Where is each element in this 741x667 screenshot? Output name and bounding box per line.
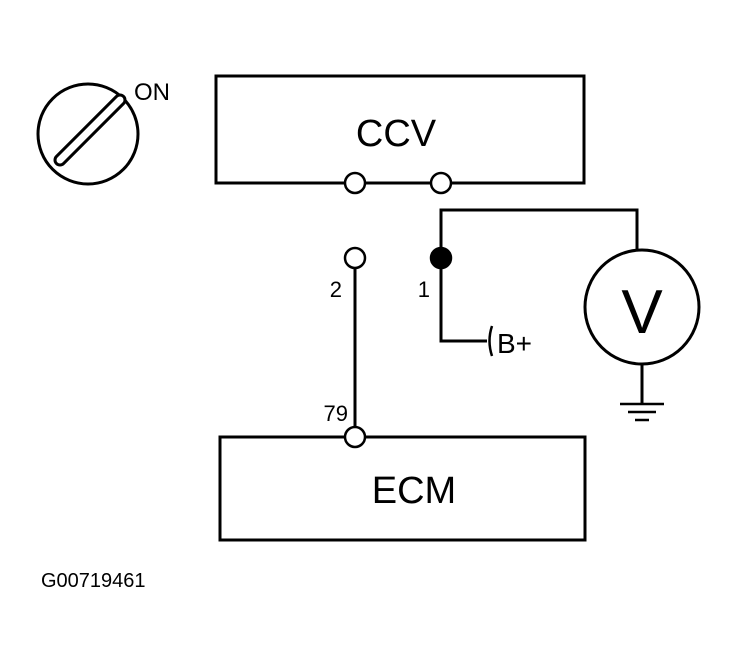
pin-1-label: 1: [418, 277, 430, 302]
ccv-terminal-left: [343, 171, 367, 195]
connector-pin-2: [343, 246, 367, 270]
figure-code: G00719461: [41, 570, 146, 592]
connector-pin-1: [429, 246, 453, 270]
voltmeter-label: V: [621, 278, 663, 347]
ground-icon: [620, 402, 664, 422]
ccv-box: [214, 74, 586, 185]
switch-state-label: ON: [134, 79, 170, 106]
battery-supply: B+: [488, 325, 532, 359]
battery-terminal-icon: [488, 325, 494, 357]
pin-2-label: 2: [330, 277, 342, 302]
ccv-label: CCV: [356, 113, 437, 155]
wire-pin1-to-supply: [439, 268, 487, 343]
battery-supply-label: B+: [497, 328, 532, 359]
ignition-key-slot: [53, 93, 127, 167]
pin-79-label: 79: [324, 401, 348, 426]
ecm-label: ECM: [372, 470, 456, 512]
wire-pin1-to-voltmeter: [439, 208, 639, 250]
voltmeter: V: [583, 248, 701, 422]
ecm-box: [218, 435, 587, 542]
ccv-component: CCV: [214, 74, 586, 195]
ignition-switch: ON: [36, 79, 170, 186]
ecm-component: ECM 79: [218, 401, 587, 542]
ccv-terminal-right: [429, 171, 453, 195]
ecm-terminal-79: [343, 425, 367, 449]
